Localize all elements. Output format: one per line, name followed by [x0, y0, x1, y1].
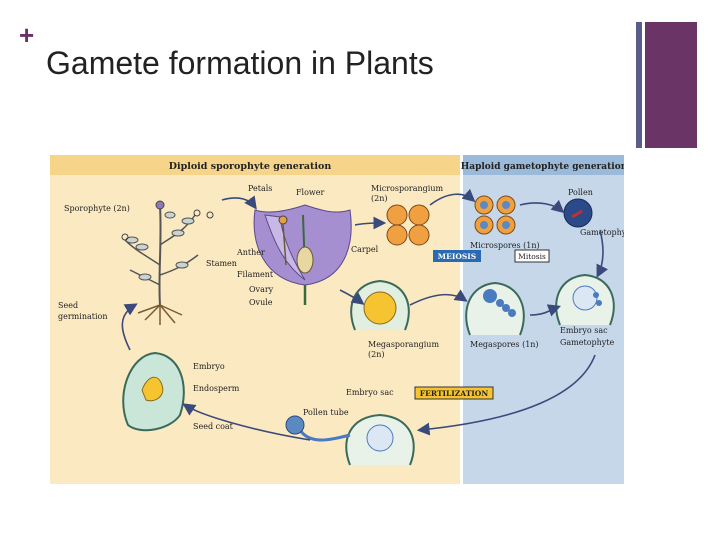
sporophyte-plant-icon: [121, 200, 214, 325]
label-embryo: Embryo: [193, 362, 225, 371]
label-filament: Filament: [237, 270, 274, 279]
label-microsporangium-ploidy: (2n): [371, 194, 387, 203]
pollen-grain-icon: [563, 198, 593, 228]
slide-title: Gamete formation in Plants: [46, 45, 434, 81]
diploid-header: Diploid sporophyte generation: [169, 161, 332, 172]
accent-bar-thick: [645, 22, 697, 148]
label-gametophyte-male: Gametophyte: [580, 228, 624, 237]
label-microspores: Microspores (1n): [470, 241, 540, 250]
label-seed-germination-2: germination: [58, 312, 108, 321]
label-microsporangium: Microsporangium: [371, 184, 443, 193]
mitosis-box: [514, 249, 550, 263]
label-pollen: Pollen: [568, 188, 593, 197]
plus-sign: +: [19, 20, 35, 50]
label-mitosis: Mitosis: [518, 252, 546, 261]
label-seed-germination-1: Seed: [58, 301, 78, 310]
haploid-header: Haploid gametophyte generation: [461, 162, 624, 172]
label-ovule: Ovule: [249, 298, 273, 307]
microspores-icon: [474, 195, 516, 235]
cycle-arrows: [121, 188, 609, 441]
label-megasporangium: Megasporangium: [368, 340, 439, 349]
megasporangium-icon: [350, 279, 410, 331]
label-gametophyte-female: Gametophyte: [560, 338, 615, 347]
label-carpel: Carpel: [351, 245, 379, 254]
label-meiosis: MEIOSIS: [438, 252, 476, 261]
label-embryo-sac-right: Embryo sac: [560, 326, 608, 335]
label-megaspores: Megaspores (1n): [470, 340, 539, 349]
meiosis-box: [433, 250, 481, 262]
embryo-sac-fertilization-icon: [285, 413, 415, 466]
label-stamen: Stamen: [206, 259, 237, 268]
plant-life-cycle-diagram: Diploid sporophyte generation Haploid ga…: [50, 155, 635, 484]
label-sporophyte: Sporophyte (2n): [64, 204, 130, 213]
label-embryo-sac: Embryo sac: [346, 388, 394, 397]
microsporangium-icon: [386, 204, 430, 246]
label-ovary: Ovary: [249, 285, 274, 294]
fertilization-box: [414, 386, 494, 400]
diploid-header-bar: [50, 155, 460, 175]
megaspores-icon: [465, 281, 525, 336]
label-megasporangium-ploidy: (2n): [368, 350, 384, 359]
label-pollen-tube: Pollen tube: [303, 408, 349, 417]
haploid-header-bar: [463, 155, 624, 175]
label-petals: Petals: [248, 184, 272, 193]
accent-bar-thin: [636, 22, 642, 148]
label-flower: Flower: [296, 188, 325, 197]
label-endosperm: Endosperm: [193, 384, 240, 393]
diagram-svg: Diploid sporophyte generation Haploid ga…: [50, 155, 635, 484]
label-anther: Anther: [236, 248, 265, 257]
flower-icon: [253, 204, 352, 305]
seed-icon: [122, 351, 185, 432]
female-gametophyte-icon: [555, 273, 615, 326]
label-seed-coat: Seed coat: [193, 422, 234, 431]
label-fertilization: FERTILIZATION: [420, 389, 489, 398]
